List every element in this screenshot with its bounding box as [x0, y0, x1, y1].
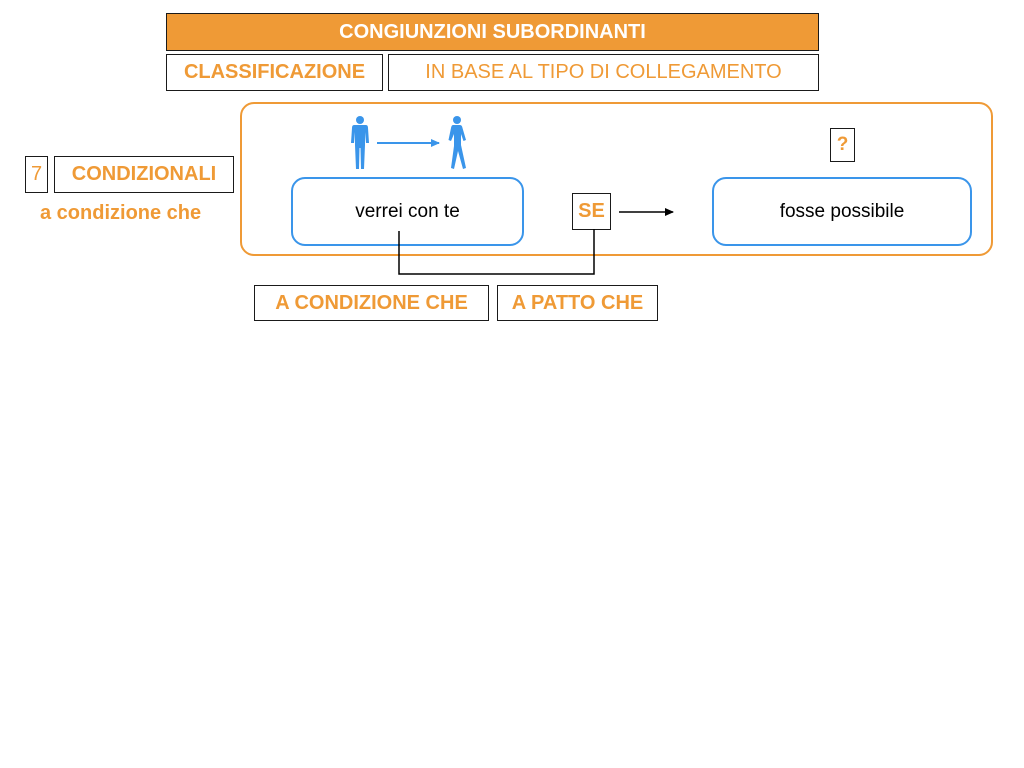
page-title: CONGIUNZIONI SUBORDINANTI — [166, 13, 819, 51]
category-name: CONDIZIONALI — [54, 156, 234, 193]
classification-label: CLASSIFICAZIONE — [166, 54, 383, 91]
alternative-conjunction-2: A PATTO CHE — [497, 285, 658, 321]
main-clause-box: verrei con te — [291, 177, 524, 246]
classification-subtitle: IN BASE AL TIPO DI COLLEGAMENTO — [388, 54, 819, 91]
category-subtitle: a condizione che — [40, 201, 202, 224]
subordinate-clause-box: fosse possibile — [712, 177, 972, 246]
person-walking-icon — [448, 116, 466, 169]
conjunction-box: SE — [572, 193, 611, 230]
example-frame — [240, 102, 993, 256]
category-number: 7 — [25, 156, 48, 193]
alternative-conjunction-1: A CONDIZIONE CHE — [254, 285, 489, 321]
person-standing-icon — [351, 116, 369, 169]
question-mark-box: ? — [830, 128, 855, 162]
